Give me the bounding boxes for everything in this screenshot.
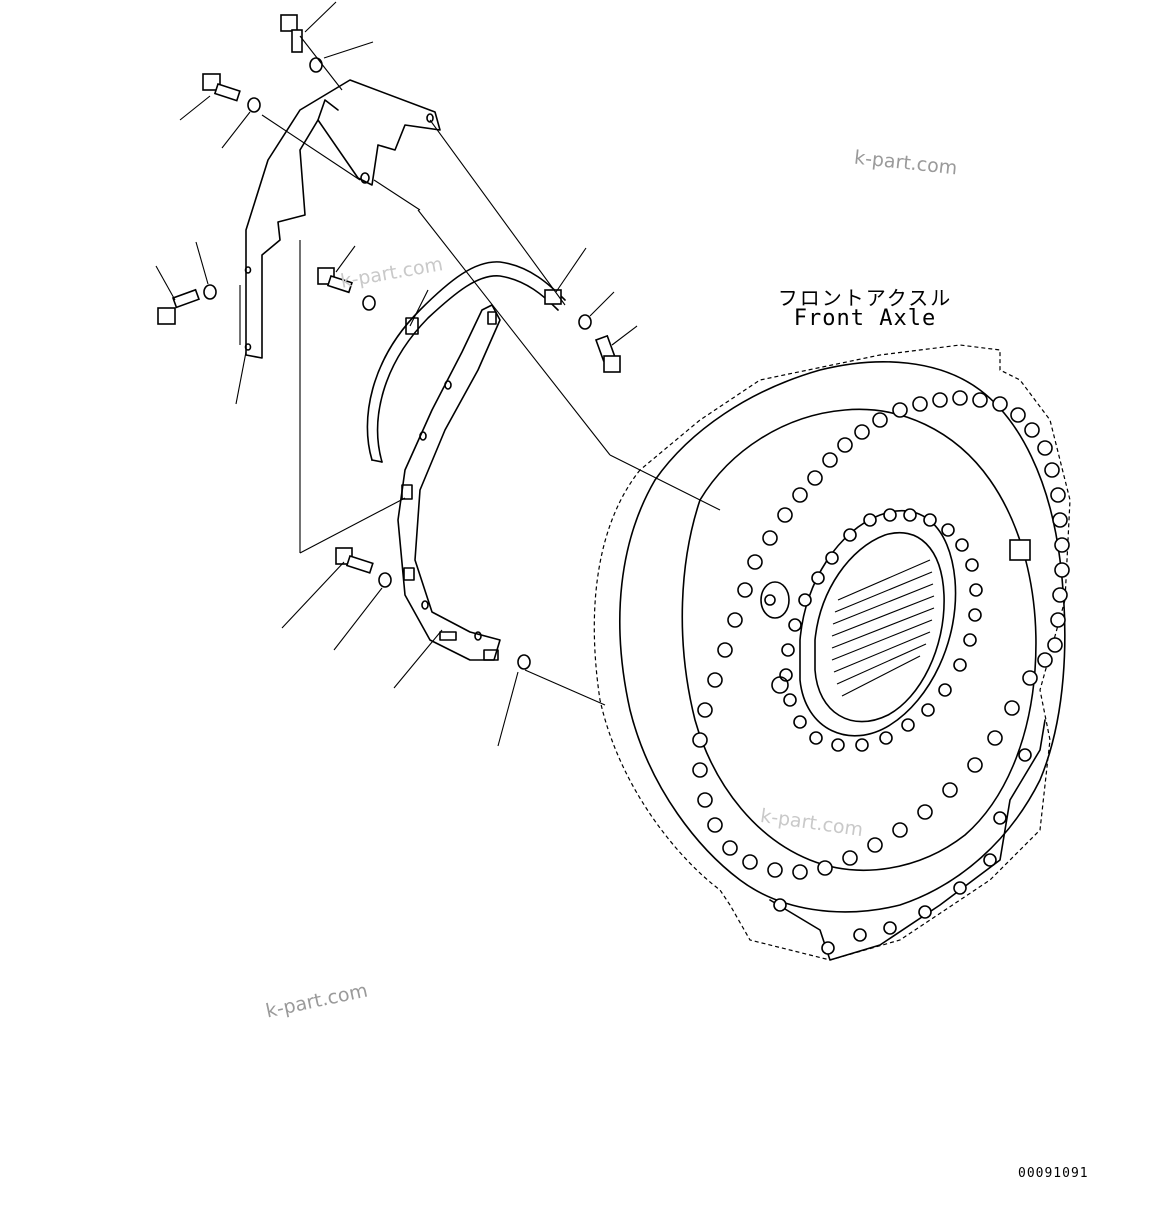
bolt-center xyxy=(317,245,356,294)
clip-right xyxy=(544,247,587,305)
washer-left-top xyxy=(221,97,261,149)
gear-teeth-lines xyxy=(831,559,935,697)
bolt-lower xyxy=(281,547,374,629)
washer-bottom xyxy=(497,654,531,747)
bolt-right xyxy=(594,325,638,373)
bolt-left-top xyxy=(179,73,241,121)
washer-top xyxy=(309,41,374,73)
washer-left-mid xyxy=(195,241,217,300)
title-english: Front Axle xyxy=(793,306,937,331)
fasteners xyxy=(155,1,638,747)
upper-cover-bracket xyxy=(244,79,441,359)
bolt-left-mid xyxy=(155,265,200,325)
washer-center xyxy=(362,295,376,311)
assembly-lines xyxy=(239,35,721,706)
bolt-top xyxy=(280,1,337,53)
lower-curved-bracket xyxy=(397,304,501,661)
outer-bolt-ring xyxy=(692,390,1070,880)
lower-flange xyxy=(769,719,1046,961)
washer-lower xyxy=(333,572,392,651)
title-japanese: フロントアクスル xyxy=(777,286,953,310)
washer-right xyxy=(578,291,615,330)
hose-pipe xyxy=(366,261,566,463)
front-axle-housing xyxy=(593,344,1071,961)
drawing-code: 00091091 xyxy=(1018,1166,1089,1181)
inner-bolt-ring xyxy=(779,508,983,752)
